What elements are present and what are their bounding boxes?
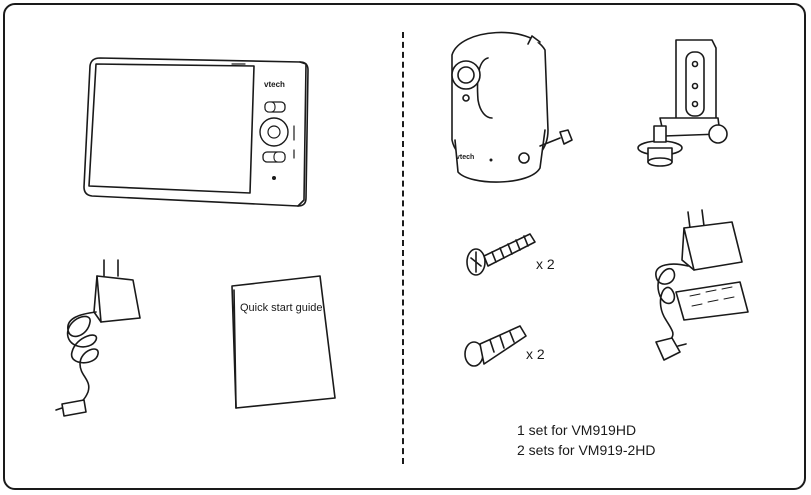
set-count-note: 1 set for VM919HD 2 sets for VM919-2HD <box>517 420 656 460</box>
anchor-quantity: x 2 <box>526 346 545 362</box>
wall-anchor <box>464 325 527 367</box>
screw <box>466 233 536 276</box>
screw-quantity: x 2 <box>536 256 555 272</box>
quick-start-guide-title: Quick start guide <box>240 302 323 314</box>
section-divider <box>402 32 404 464</box>
monitor-power-adapter <box>55 259 141 417</box>
quick-start-guide <box>231 275 336 409</box>
baby-unit-camera <box>451 31 573 183</box>
monitor-brand-logo: vtech <box>264 80 285 89</box>
wall-mount-bracket <box>637 39 728 167</box>
camera-power-adapter <box>655 209 749 361</box>
set-count-line-2: 2 sets for VM919-2HD <box>517 442 656 458</box>
parent-unit-monitor <box>83 57 309 207</box>
set-count-line-1: 1 set for VM919HD <box>517 422 637 438</box>
camera-brand-logo: vtech <box>456 154 475 161</box>
